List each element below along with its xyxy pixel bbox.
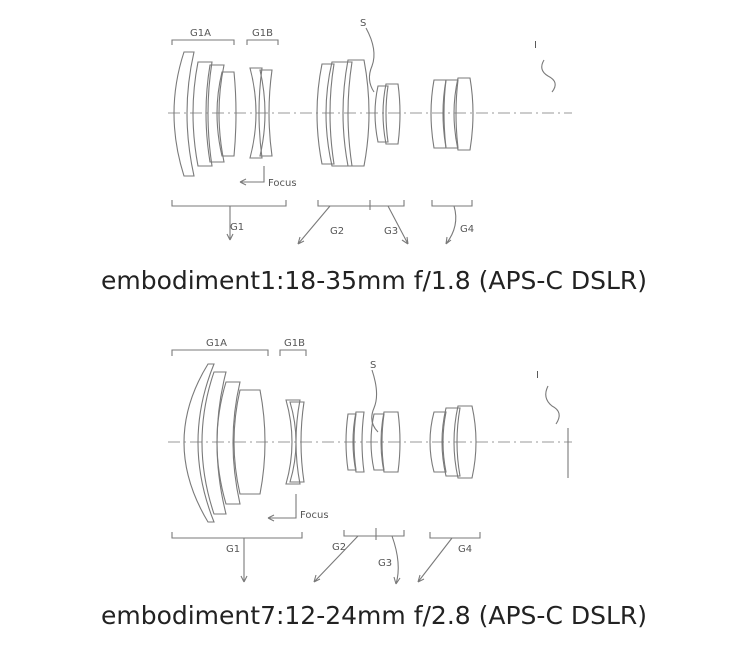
g4-label: G4 <box>458 544 472 555</box>
g2-label: G2 <box>330 226 344 237</box>
g1b-bracket <box>246 39 279 45</box>
stop-label: S <box>360 18 366 29</box>
stop-leader <box>365 27 375 93</box>
g1b-lens-elements <box>285 399 305 485</box>
focus-arrow <box>239 166 265 186</box>
focus-label: Focus <box>268 178 297 189</box>
stop-leader <box>371 369 379 433</box>
g3-arrow <box>391 535 401 585</box>
g2-g3-bracket <box>343 530 405 537</box>
embodiment-1-panel: G1A G1B Focus S <box>0 0 748 310</box>
image-plane-mark <box>545 385 569 478</box>
embodiment-2-panel: G1A G1B Focus S I <box>0 328 748 656</box>
g4-lens-elements <box>430 77 474 151</box>
focus-arrow <box>267 494 297 522</box>
g2-arrow <box>313 535 359 583</box>
g3-label: G3 <box>378 558 392 569</box>
g1b-lens-elements <box>249 67 273 159</box>
g1a-bracket <box>171 39 235 45</box>
g1b-label: G1B <box>252 28 273 39</box>
g2-g3-bracket <box>317 200 405 207</box>
g4-arrow <box>417 537 453 583</box>
g4-arrow <box>445 205 457 245</box>
g3-lens-elements <box>370 411 401 473</box>
g1-label: G1 <box>226 544 240 555</box>
g1-arrow <box>240 538 248 583</box>
g2-lens-elements <box>345 411 365 473</box>
embodiment-1-caption: embodiment1:18-35mm f/1.8 (APS-C DSLR) <box>100 266 648 295</box>
image-label: I <box>534 40 537 51</box>
g1a-lens-elements <box>183 363 266 523</box>
g3-lens-elements <box>374 83 401 145</box>
g1b-bracket <box>279 349 307 356</box>
g1-label: G1 <box>230 222 244 233</box>
g4-label: G4 <box>460 224 474 235</box>
embodiment-7-caption: embodiment7:12-24mm f/2.8 (APS-C DSLR) <box>100 601 648 630</box>
stop-label: S <box>370 360 376 371</box>
g4-lens-elements <box>429 405 477 479</box>
g3-label: G3 <box>384 226 398 237</box>
g1a-bracket <box>171 349 269 356</box>
g1a-lens-elements <box>173 51 237 177</box>
g3-arrow <box>387 205 409 245</box>
g1-bracket <box>171 200 287 207</box>
g4-bracket <box>429 532 481 539</box>
g1-bracket <box>171 532 303 539</box>
g2-lens-elements <box>316 59 370 167</box>
g1a-label: G1A <box>206 338 227 349</box>
g2-label: G2 <box>332 542 346 553</box>
g1-arrow <box>226 206 234 241</box>
image-label: I <box>536 370 539 381</box>
embodiment-1-lens-diagram: G1A G1B Focus S <box>168 18 572 245</box>
focus-label: Focus <box>300 510 329 521</box>
embodiment-7-lens-diagram: G1A G1B Focus S I <box>168 338 572 585</box>
g2-arrow <box>297 205 331 245</box>
g1a-label: G1A <box>190 28 211 39</box>
image-plane-mark <box>541 59 556 93</box>
g4-bracket <box>431 200 473 207</box>
g1b-label: G1B <box>284 338 305 349</box>
